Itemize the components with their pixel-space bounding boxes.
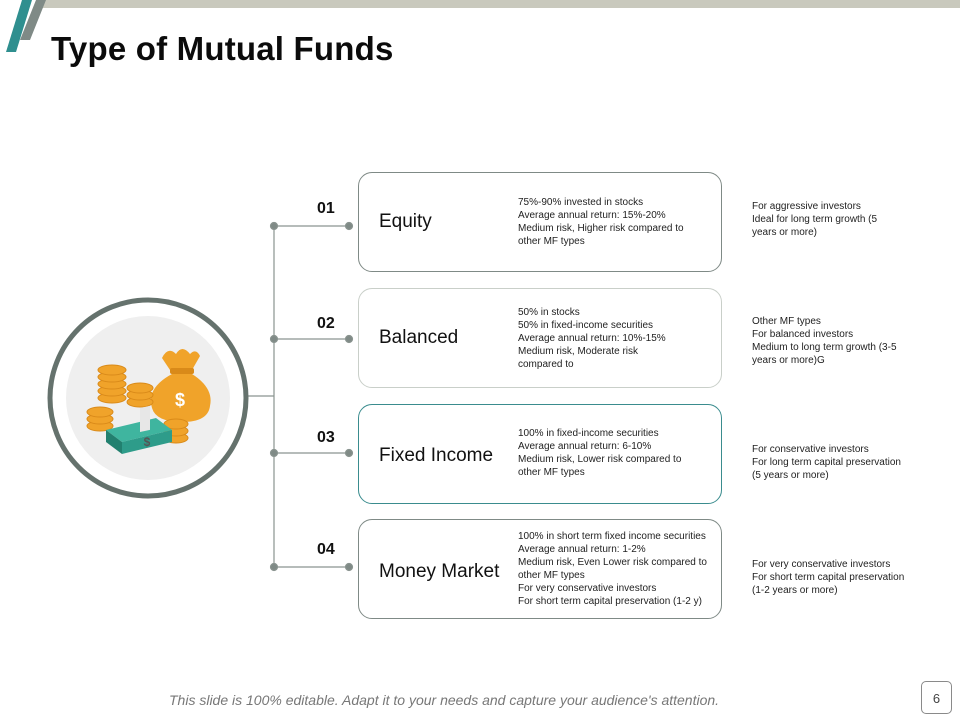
detail-line: Medium risk, Higher risk compared to bbox=[518, 223, 684, 234]
detail-line: For short term capital preservation (1-2… bbox=[518, 596, 702, 607]
audience-line: For long term capital preservation bbox=[752, 457, 901, 468]
coin-stack-icon bbox=[86, 364, 189, 444]
audience-line: For short term capital preservation bbox=[752, 572, 905, 583]
fund-card-balanced: Balanced 50% in stocks 50% in fixed-inco… bbox=[358, 288, 722, 388]
audience-line: Medium to long term growth (3-5 bbox=[752, 342, 897, 353]
cash-bundle-icon: $ bbox=[106, 405, 172, 454]
detail-line: For very conservative investors bbox=[518, 583, 657, 594]
svg-text:$: $ bbox=[144, 435, 151, 449]
corner-accent-stripes bbox=[6, 0, 46, 52]
audience-line: For conservative investors bbox=[752, 444, 869, 455]
fund-number: 03 bbox=[317, 429, 335, 446]
detail-line: 50% in fixed-income securities bbox=[518, 320, 654, 331]
detail-line: Average annual return: 6-10% bbox=[518, 441, 652, 452]
fund-number: 01 bbox=[317, 200, 335, 217]
detail-line: 75%-90% invested in stocks bbox=[518, 197, 644, 208]
svg-text:$: $ bbox=[175, 390, 185, 410]
audience-line: For aggressive investors bbox=[752, 201, 861, 212]
fund-row-equity: 01 Equity 75%-90% invested in stocks Ave… bbox=[0, 172, 960, 274]
top-decor-bar bbox=[42, 0, 960, 8]
fund-audience: For aggressive investors Ideal for long … bbox=[752, 200, 927, 239]
audience-line: years or more) bbox=[752, 227, 818, 238]
detail-line: Medium risk, Lower risk compared to bbox=[518, 454, 682, 465]
fund-name: Fixed Income bbox=[379, 445, 494, 466]
fund-audience: For very conservative investors For shor… bbox=[752, 558, 927, 597]
fund-name: Equity bbox=[379, 211, 432, 232]
fund-details: 100% in short term fixed income securiti… bbox=[518, 530, 723, 608]
detail-line: Average annual return: 10%-15% bbox=[518, 333, 666, 344]
fund-name: Balanced bbox=[379, 327, 459, 348]
page-number: 6 bbox=[921, 681, 952, 714]
fund-details: 50% in stocks 50% in fixed-income securi… bbox=[518, 306, 723, 371]
detail-line: Average annual return: 1-2% bbox=[518, 544, 646, 555]
detail-line: Medium risk, Even Lower risk compared to bbox=[518, 557, 707, 568]
fund-number: 04 bbox=[317, 541, 335, 558]
audience-line: For very conservative investors bbox=[752, 559, 891, 570]
detail-line: other MF types bbox=[518, 570, 585, 581]
detail-line: 100% in short term fixed income securiti… bbox=[518, 531, 706, 542]
fund-card-money-market: Money Market 100% in short term fixed in… bbox=[358, 519, 722, 619]
fund-number: 02 bbox=[317, 315, 335, 332]
page-title: Type of Mutual Funds bbox=[51, 30, 394, 67]
fund-audience: For conservative investors For long term… bbox=[752, 443, 927, 482]
audience-line: For balanced investors bbox=[752, 329, 854, 340]
fund-row-balanced: 02 Balanced 50% in stocks 50% in fixed-i… bbox=[0, 288, 960, 390]
detail-line: other MF types bbox=[518, 467, 585, 478]
fund-details: 100% in fixed-income securities Average … bbox=[518, 427, 723, 479]
audience-line: years or more)G bbox=[752, 355, 825, 366]
fund-name: Money Market bbox=[379, 561, 500, 582]
fund-card-fixed-income: Fixed Income 100% in fixed-income securi… bbox=[358, 404, 722, 504]
mutual-fund-illustration: $ $ bbox=[47, 297, 249, 499]
detail-line: Average annual return: 15%-20% bbox=[518, 210, 666, 221]
footer-note: This slide is 100% editable. Adapt it to… bbox=[169, 692, 720, 708]
detail-line: other MF types bbox=[518, 236, 585, 247]
detail-line: 50% in stocks bbox=[518, 307, 580, 318]
audience-line: (1-2 years or more) bbox=[752, 585, 838, 596]
money-bag-icon: $ bbox=[150, 349, 211, 422]
audience-line: Ideal for long term growth (5 bbox=[752, 214, 878, 225]
detail-line: 100% in fixed-income securities bbox=[518, 428, 659, 439]
detail-line: Medium risk, Moderate risk bbox=[518, 346, 639, 357]
fund-audience: Other MF types For balanced investors Me… bbox=[752, 315, 927, 367]
fund-row-money-market: 04 Money Market 100% in short term fixed… bbox=[0, 519, 960, 621]
audience-line: Other MF types bbox=[752, 316, 821, 327]
audience-line: (5 years or more) bbox=[752, 470, 829, 481]
fund-card-equity: Equity 75%-90% invested in stocks Averag… bbox=[358, 172, 722, 272]
detail-line: compared to bbox=[518, 359, 574, 370]
fund-row-fixed-income: 03 Fixed Income 100% in fixed-income sec… bbox=[0, 404, 960, 506]
fund-details: 75%-90% invested in stocks Average annua… bbox=[518, 196, 723, 248]
